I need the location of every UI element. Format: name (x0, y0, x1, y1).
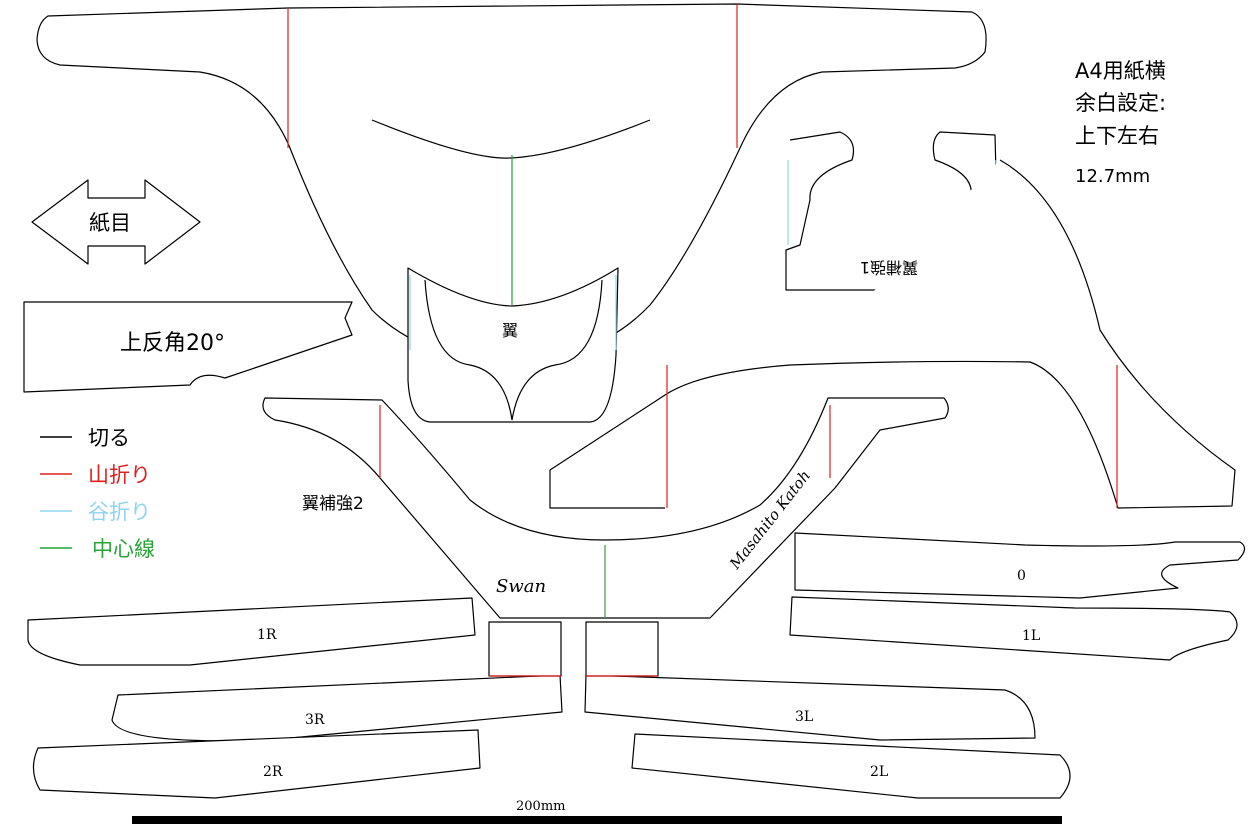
grain-label: 紙目 (89, 211, 131, 235)
fuselage-part-3L (584, 674, 1036, 741)
grain-direction-arrow (31, 179, 201, 265)
wing-center-piece (407, 267, 619, 423)
legend-label-cut: 切る (88, 426, 130, 450)
fuselage-part-1L (789, 596, 1238, 661)
fuselage-part-0 (794, 532, 1246, 599)
scale-label: 200mm (516, 799, 565, 814)
paper-note-line-1: A4用紙横 (1075, 59, 1166, 83)
part-label-3L: 3L (795, 709, 813, 725)
part-label-0: 0 (1017, 568, 1026, 584)
wing-reinforcement-2-label: 翼補強2 (302, 494, 364, 514)
part-label-1L: 1L (1022, 628, 1040, 644)
part-label-3R: 3R (305, 712, 325, 728)
paper-note-line-2: 余白設定: (1075, 91, 1166, 115)
part-label-2L: 2L (870, 764, 888, 780)
logo: Swan (496, 576, 546, 597)
legend-label-center: 中心線 (92, 537, 155, 561)
scale-bar (132, 816, 1062, 824)
right-side-flap (549, 159, 1236, 509)
part-label-1R: 1R (257, 627, 277, 643)
part-label-2R: 2R (263, 764, 283, 780)
fuselage-part-2R (32, 729, 481, 799)
dihedral-label: 上反角20° (120, 331, 225, 356)
fuselage-part-3R (111, 674, 563, 742)
fuselage-part-2L (631, 733, 1071, 799)
center-post-left (488, 621, 562, 677)
legend-label-valley: 谷折り (88, 500, 151, 524)
main-wing-center-notch (371, 119, 651, 159)
wing-center-inner-curve (424, 279, 603, 421)
wing-reinforcement-1-label: 翼補強1 (860, 258, 918, 277)
wing-label: 翼 (502, 321, 518, 340)
center-post-right (585, 621, 659, 677)
paper-note-line-4: 12.7mm (1075, 166, 1150, 187)
wing-reinforcement-2 (262, 397, 949, 619)
legend-label-mountain: 山折り (88, 463, 151, 487)
paper-note-line-3: 上下左右 (1075, 124, 1159, 148)
dihedral-gauge (23, 301, 353, 393)
fuselage-part-1R (27, 597, 476, 666)
